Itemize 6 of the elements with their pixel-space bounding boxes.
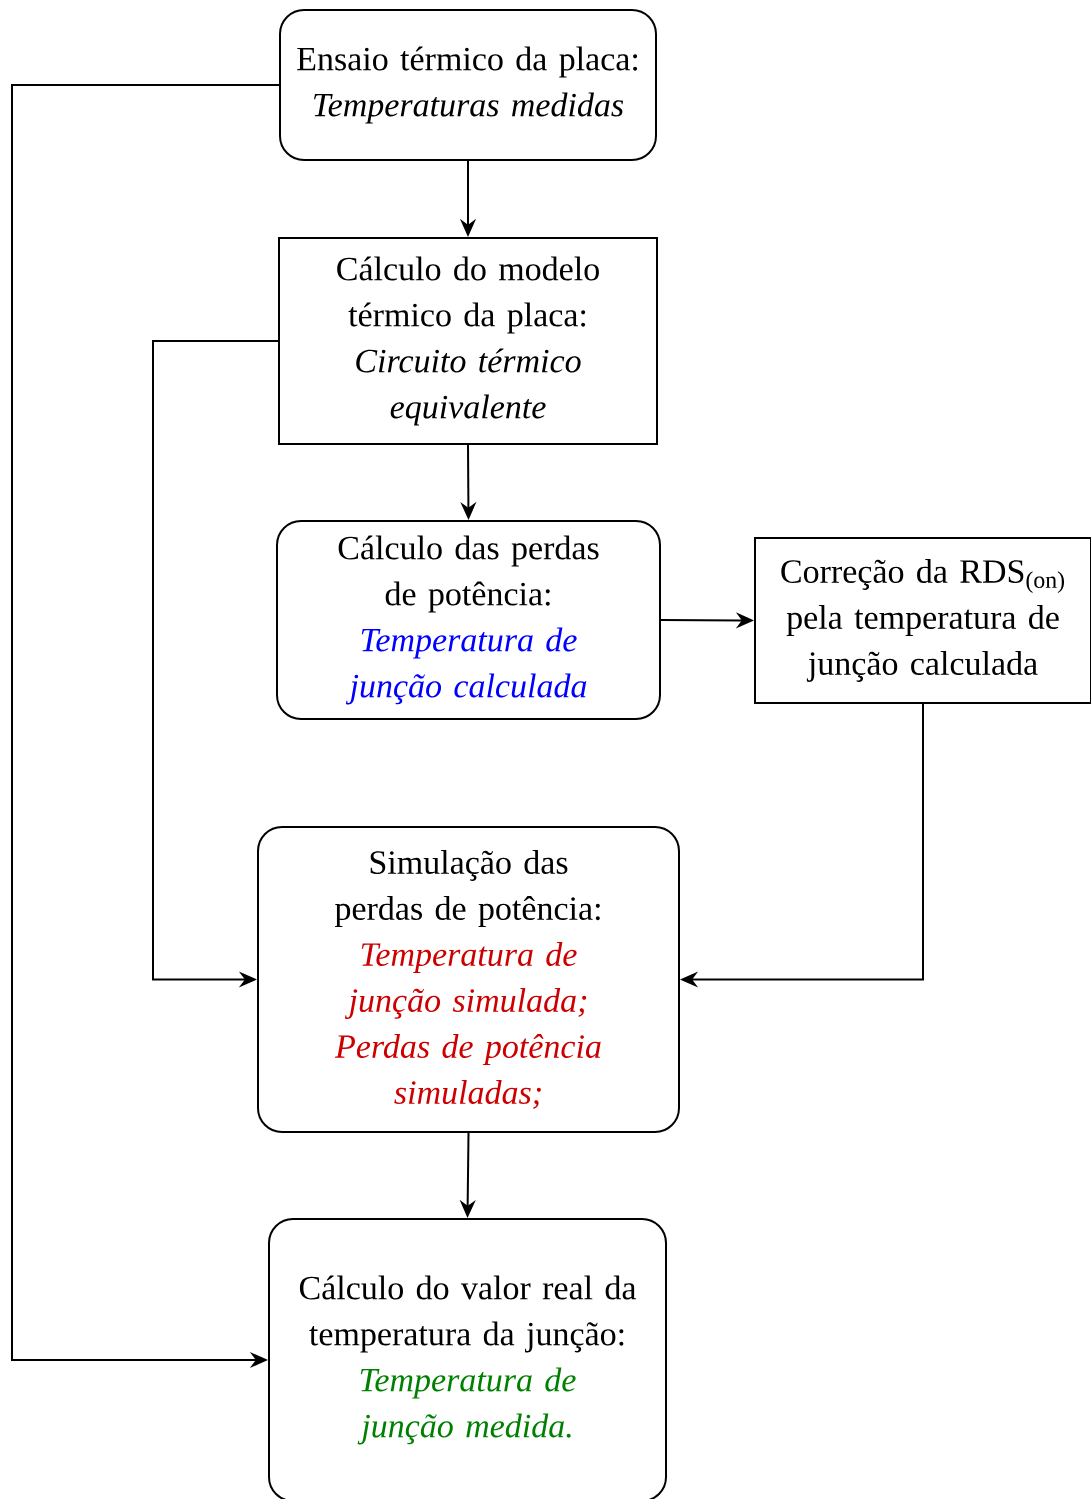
process-box: Cálculo das perdas de potência: Temperatura de junção calculada [276,520,661,720]
process-box: Cálculo do valor real da temperatura da junção: Temperatura de junção medida. [268,1218,667,1499]
process-box: Cálculo do modelo térmico da placa: Circuito térmico equivalente [278,237,658,445]
process-box: Correção da RDS$_{(on)}$ pela temperatura de junção calculada [754,537,1091,704]
process-box: Simulação das perdas de potência: Temperatura de junção simulada; Perdas de potência simuladas; [257,826,680,1133]
process-box: Ensaio térmico da placa: Temperaturas medidas [279,9,657,161]
